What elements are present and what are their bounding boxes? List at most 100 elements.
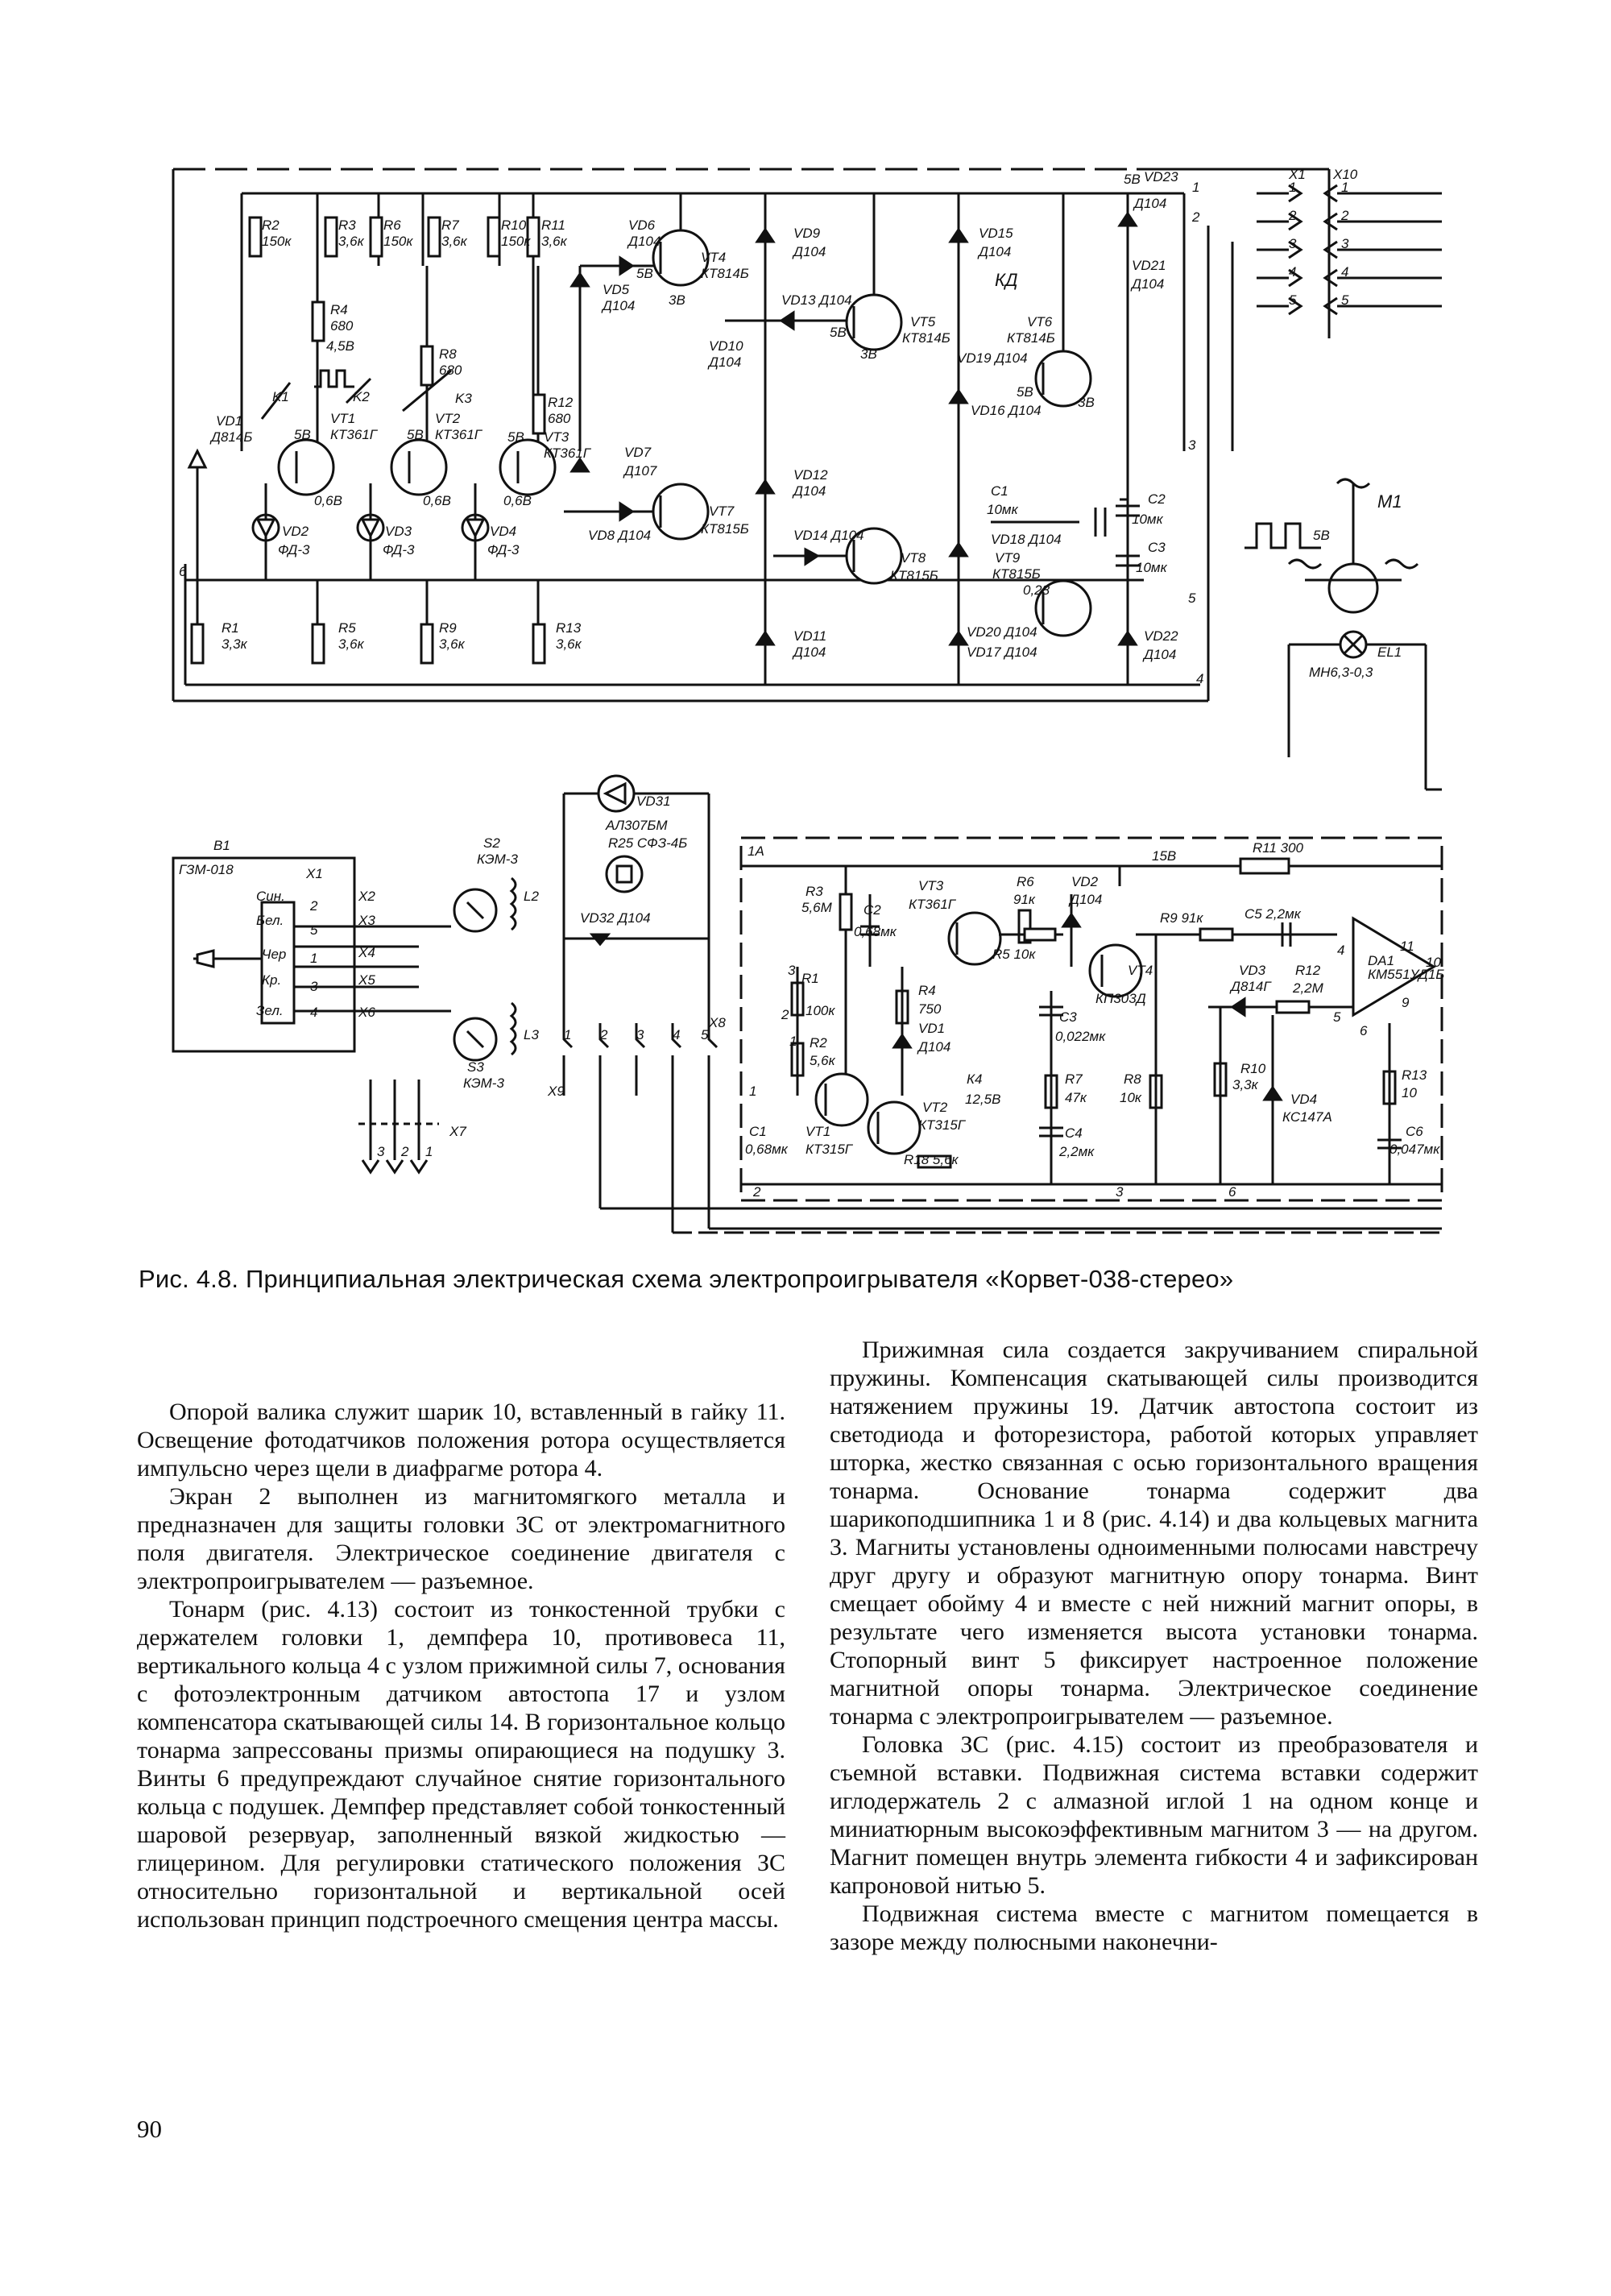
label-pin-x10-2: 2 — [1340, 208, 1349, 223]
label-r1: R1 — [222, 620, 239, 636]
label-vt2-type: КТ361Г — [435, 427, 483, 442]
label-x8: X8 — [708, 1015, 726, 1030]
label-vd2: VD2 — [282, 524, 309, 539]
label-connector-x10: X10 — [1332, 167, 1358, 182]
label-b1-x1: X1 — [305, 866, 323, 881]
label-r1-value: 3,3к — [222, 636, 248, 652]
label-el1: EL1 — [1377, 644, 1402, 660]
label-r13: R13 — [556, 620, 582, 636]
label-vd10: VD10 — [709, 338, 743, 354]
label-da1-pin-9: 9 — [1402, 995, 1410, 1010]
label-vd9: VD9 — [793, 226, 821, 241]
label-b1-type: ГЗМ-018 — [179, 862, 234, 877]
label-r18-amp: R18 5,6к — [904, 1152, 959, 1167]
paragraph: Прижимная сила создается закручиванием с… — [830, 1337, 1478, 1730]
label-b1-pin-3: 3 — [310, 979, 318, 994]
label-vd13: VD13 Д104 — [781, 292, 852, 308]
label-vt5: VT5 — [910, 314, 936, 329]
label-vd7-type: Д107 — [623, 463, 657, 479]
label-r4-value: 680 — [330, 318, 354, 334]
label-pin-1: 1 — [1289, 180, 1296, 195]
label-v06-b: 0,6В — [423, 493, 451, 508]
label-vd1-amp: VD1 — [918, 1021, 945, 1036]
label-c1-value: 10мк — [987, 502, 1019, 517]
label-da1-pin-10: 10 — [1426, 955, 1441, 970]
label-connector-x1: X1 — [1288, 167, 1306, 182]
label-v3: 5В — [507, 429, 524, 445]
label-vd3: VD3 — [385, 524, 412, 539]
label-vd6: VD6 — [628, 218, 656, 233]
label-vt4: VT4 — [701, 250, 726, 265]
label-vd10-type: Д104 — [707, 354, 741, 370]
label-b1-pin-5: 5 — [310, 922, 318, 938]
label-vd4: VD4 — [490, 524, 516, 539]
label-vd12: VD12 — [793, 467, 828, 483]
label-r12-amp-value: 2,2М — [1292, 980, 1324, 996]
label-input-pin-1: 1 — [749, 1084, 756, 1099]
label-r3: R3 — [338, 218, 356, 233]
label-x7: X7 — [449, 1124, 466, 1139]
label-r3-value: 3,6к — [338, 234, 365, 249]
label-r8-value: 680 — [439, 363, 462, 378]
paragraph: Головка ЗС (рис. 4.15) состоит из преобр… — [830, 1731, 1478, 1899]
label-r5: R5 — [338, 620, 356, 636]
page-number: 90 — [137, 2115, 162, 2143]
label-r12-amp: R12 — [1295, 963, 1321, 978]
label-vd1: VD1 — [216, 413, 242, 429]
label-l2: L2 — [524, 889, 539, 904]
circuit-schematic: 5В VD23 X1 X10 КД R2 150к R3 3,6к R6 150… — [172, 167, 1444, 1234]
label-vt6-type: КТ814Б — [1007, 330, 1055, 346]
label-x5: X5 — [358, 972, 375, 988]
label-pulse-voltage: 4,5В — [326, 338, 354, 354]
label-r5-value: 3,6к — [338, 636, 365, 652]
label-vd12-type: Д104 — [792, 483, 826, 499]
label-vd2-amp: VD2 — [1071, 874, 1099, 889]
label-vd5: VD5 — [603, 282, 630, 297]
label-ground-pin-6: 6 — [1228, 1184, 1236, 1200]
label-r7-amp-value: 47к — [1065, 1090, 1087, 1105]
label-vd2-amp-type: Д104 — [1068, 892, 1102, 907]
label-pin-2: 2 — [1288, 208, 1297, 223]
label-vd4-amp: VD4 — [1290, 1092, 1317, 1107]
label-vt6-voltage-5: 5В — [1017, 384, 1033, 400]
label-r7: R7 — [441, 218, 459, 233]
label-r4-amp-value: 750 — [918, 1001, 942, 1017]
label-node-3: 3 — [1188, 437, 1196, 453]
label-pin-4: 4 — [1289, 264, 1296, 280]
label-vt7: VT7 — [709, 504, 735, 519]
label-pin-x10-4: 4 — [1341, 264, 1348, 280]
label-vd21-type: Д104 — [1130, 276, 1164, 292]
label-r11-value: 3,6к — [541, 234, 568, 249]
label-vt3-amp-type: КТ361Г — [909, 897, 957, 912]
label-vd31: VD31 — [636, 794, 671, 809]
label-l3: L3 — [524, 1027, 539, 1042]
label-vd22: VD22 — [1144, 628, 1178, 644]
label-x6: X6 — [358, 1005, 375, 1020]
label-vd19: VD19 Д104 — [957, 350, 1028, 366]
label-r9-amp: R9 91к — [1160, 910, 1203, 926]
label-wire-sin: Син. — [256, 889, 285, 904]
label-b1-pin-1: 1 — [310, 951, 317, 966]
label-r4-amp: R4 — [918, 983, 936, 998]
label-vd11-type: Д104 — [792, 644, 826, 660]
label-c4-amp: C4 — [1065, 1125, 1083, 1141]
label-vd9-type: Д104 — [792, 244, 826, 259]
label-vd6-type: Д104 — [627, 234, 661, 249]
label-r1-pin-3: 3 — [788, 963, 796, 978]
label-vt2: VT2 — [435, 411, 461, 426]
label-vd8: VD8 Д104 — [588, 528, 651, 543]
label-r13-amp: R13 — [1402, 1067, 1427, 1083]
label-c3-value: 10мк — [1136, 560, 1168, 575]
label-vt4-amp-type: КП303Д — [1095, 991, 1146, 1006]
label-r6-amp-value: 91к — [1013, 892, 1036, 907]
label-wire-bel: Бел. — [256, 913, 284, 928]
label-r13-value: 3,6к — [556, 636, 582, 652]
paragraph: Опорой валика служит шарик 10, вставленн… — [137, 1399, 785, 1482]
label-15v: 15В — [1152, 848, 1176, 864]
label-vt4-voltage-5: 5В — [636, 266, 653, 281]
label-node-5: 5 — [1188, 591, 1196, 606]
label-vt1-amp: VT1 — [806, 1124, 830, 1139]
label-pin-x10-1: 1 — [1341, 180, 1348, 195]
label-ground-pin-3: 3 — [1116, 1184, 1124, 1200]
